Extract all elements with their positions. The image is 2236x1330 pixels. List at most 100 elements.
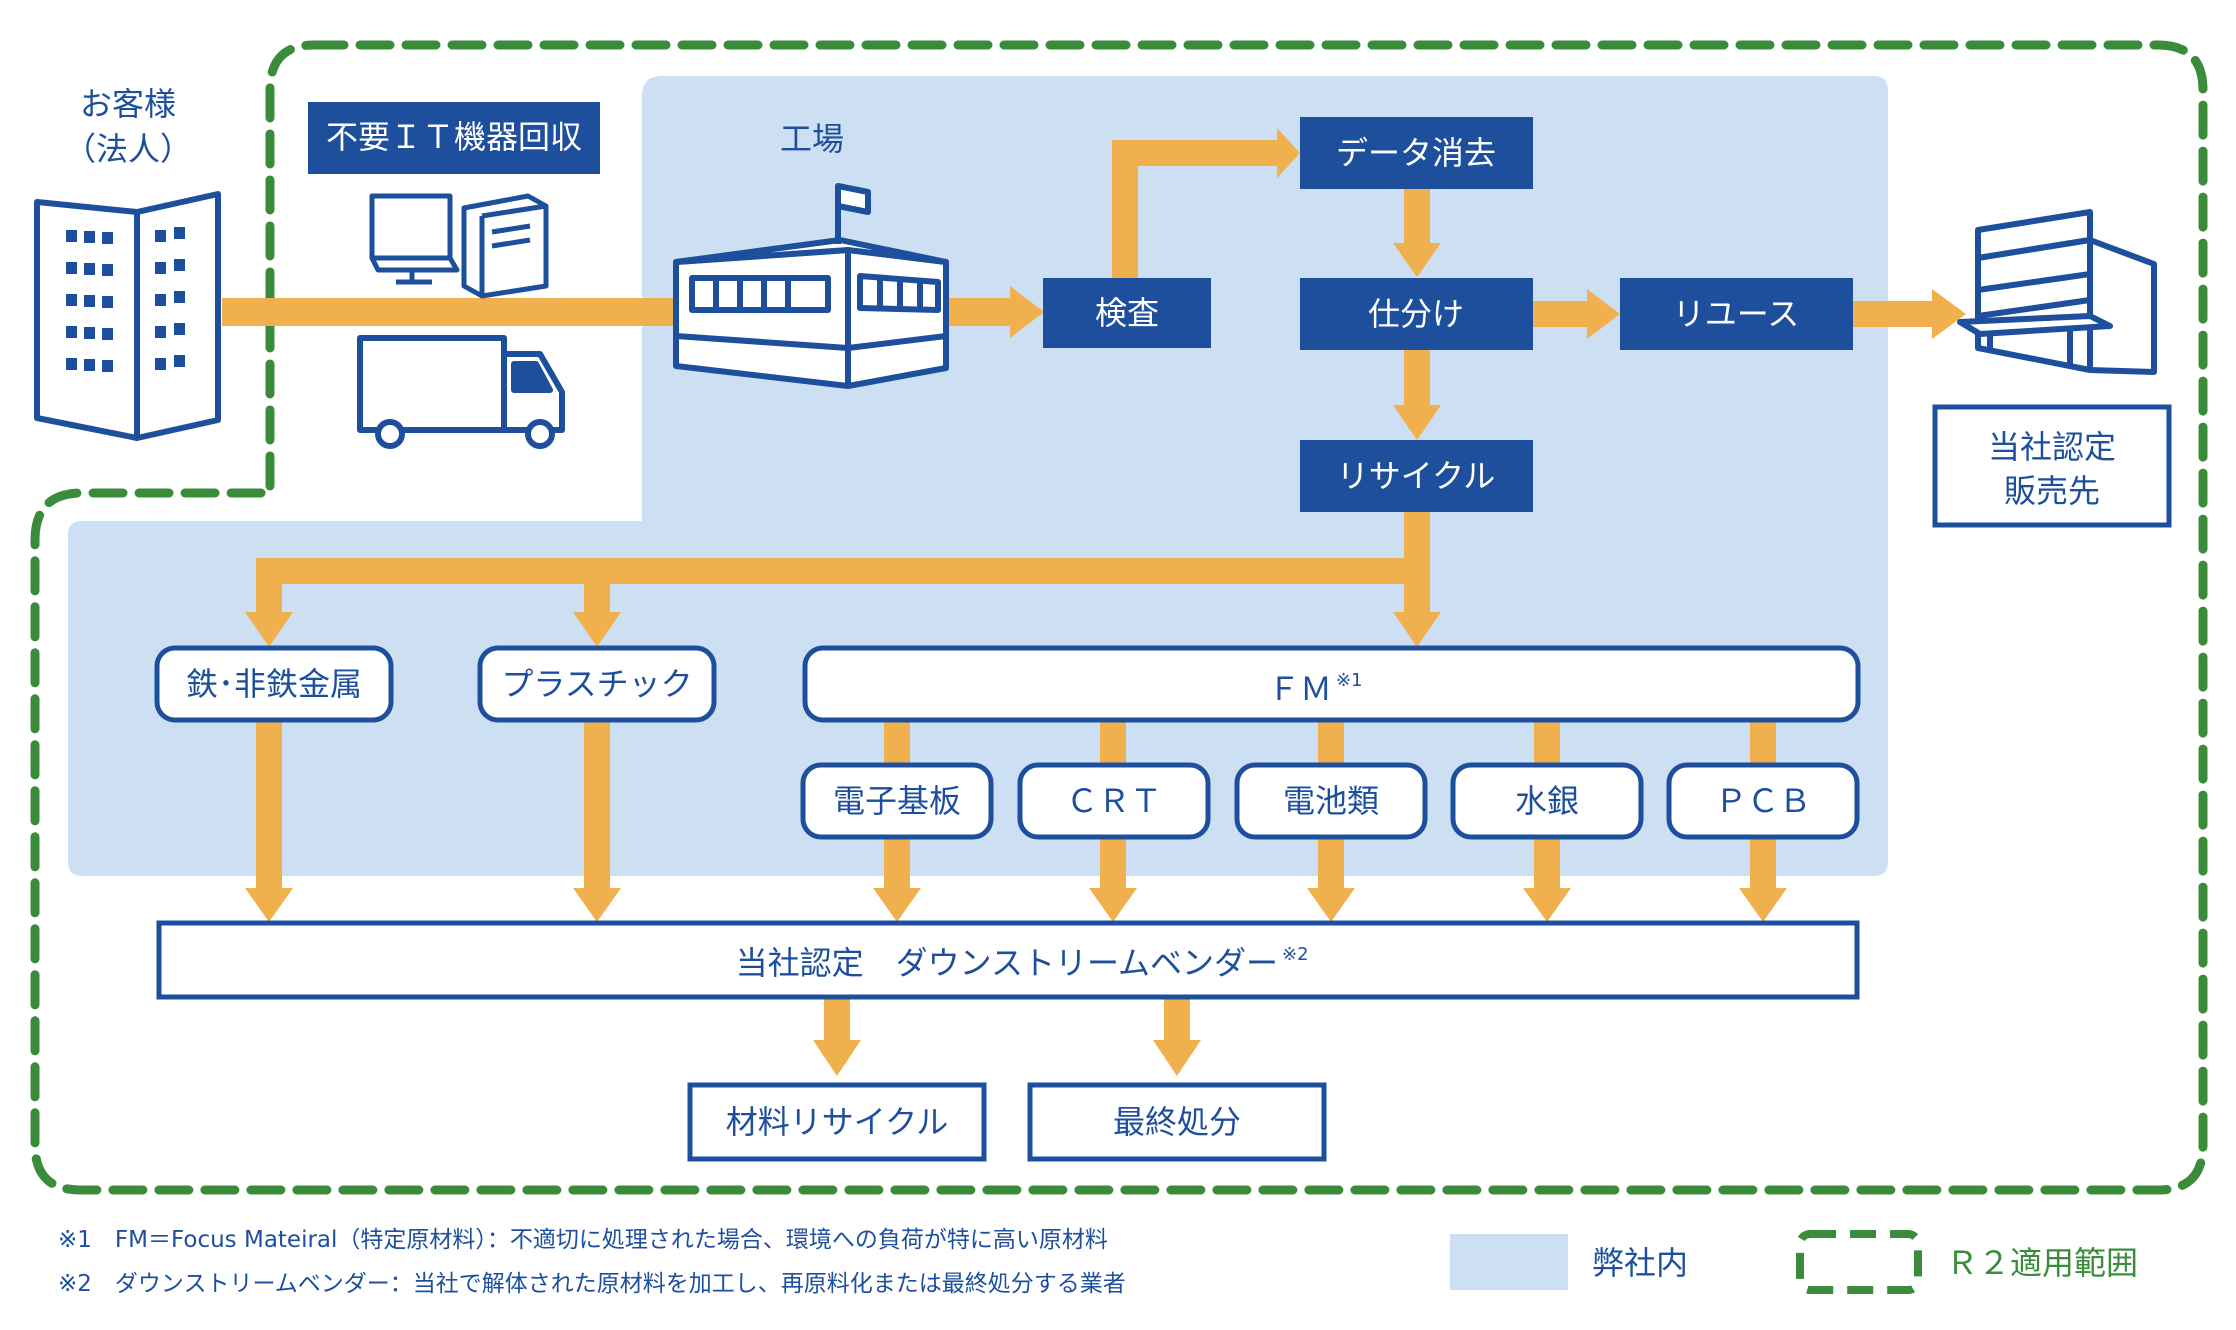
- final-disposal-label: 最終処分: [1113, 1103, 1241, 1141]
- sales-dest-line2: 販売先: [2004, 472, 2100, 510]
- connector-fm-to-battery: [1318, 720, 1344, 770]
- collection-box: [308, 102, 600, 174]
- shop-icon: [1957, 209, 2157, 375]
- truck-icon: [357, 335, 565, 449]
- legend-r2-label: Ｒ２適用範囲: [1946, 1244, 2138, 1282]
- footnotes: ※1 FM＝Focus Mateiral（特定原材料）：不適切に処理された場合、…: [58, 1218, 1358, 1306]
- fm-item-label: 水銀: [1515, 782, 1579, 820]
- arrow-to-fm-head: [1393, 612, 1441, 647]
- r2-scope-boundary: [30, 40, 2208, 1195]
- fm-box: [802, 645, 1861, 723]
- arrow-sorting-to-recycle-shaft: [1404, 350, 1430, 405]
- connector-fm-to-crt: [1100, 720, 1126, 770]
- plastic-label: プラスチック: [501, 665, 692, 703]
- vendor-box: [156, 920, 1860, 1000]
- arrow-sorting-to-reuse-shaft: [1532, 301, 1587, 327]
- arrow-to-plastic-head: [573, 612, 621, 647]
- in-house-region: [68, 76, 1888, 876]
- plastic-box: [477, 645, 717, 723]
- office-building-icon: [34, 191, 221, 441]
- arrow-item5-to-vendor-shaft: [1750, 837, 1776, 890]
- customer-label-line1: お客様: [80, 85, 176, 123]
- vendor-note-mark: ※2: [1282, 944, 1309, 965]
- inspection-box: [1043, 278, 1211, 348]
- recycle-label: リサイクル: [1337, 457, 1495, 495]
- fm-item-label: ＣＲＴ: [1066, 782, 1162, 820]
- arrow-factory-to-inspection-head: [1010, 286, 1044, 338]
- fm-note-mark: ※1: [1336, 670, 1363, 691]
- pc-tower-icon: [461, 193, 549, 299]
- flow-arrows: [222, 128, 1966, 1076]
- fm-item-box: [1450, 762, 1644, 840]
- arrow-reuse-to-sales-shaft: [1852, 301, 1932, 327]
- arrow-item4-to-vendor-shaft: [1534, 837, 1560, 890]
- arrow-item3-to-vendor-head: [1307, 888, 1355, 922]
- arrow-to-metals-shaft: [256, 558, 282, 613]
- arrow-vendor-to-material-shaft: [824, 997, 850, 1042]
- sorting-label: 仕分け: [1368, 295, 1464, 333]
- arrow-to-metals-head: [245, 612, 293, 647]
- arrow-factory-to-inspection-shaft: [945, 298, 1010, 326]
- arrow-to-plastic-shaft: [584, 558, 610, 613]
- fm-item-box: [1234, 762, 1428, 840]
- sorting-box: [1300, 278, 1533, 350]
- arrow-metals-to-vendor-head: [245, 888, 293, 922]
- fm-label: ＦＭ: [1268, 670, 1332, 708]
- inspection-label: 検査: [1095, 294, 1159, 332]
- sales-dest-line1: 当社認定: [1988, 428, 2116, 466]
- arrow-recycle-branch-bar: [256, 558, 1430, 584]
- arrow-customer-to-factory: [222, 298, 682, 326]
- material-recycle-label: 材料リサイクル: [726, 1103, 948, 1141]
- metals-box: [154, 645, 394, 723]
- arrow-erasure-to-sorting-head: [1393, 243, 1441, 277]
- fm-item-box: [1017, 762, 1211, 840]
- reuse-label: リユース: [1673, 295, 1799, 333]
- arrow-item2-to-vendor-shaft: [1100, 837, 1126, 890]
- connector-fm-to-mercury: [1534, 720, 1560, 770]
- arrow-item2-to-vendor-head: [1089, 888, 1137, 922]
- fm-item-label: ＰＣＢ: [1715, 782, 1811, 820]
- arrow-item1-to-vendor-shaft: [884, 837, 910, 890]
- arrow-item3-to-vendor-shaft: [1318, 837, 1344, 890]
- arrow-vendor-to-material-head: [813, 1040, 861, 1076]
- arrow-item5-to-vendor-head: [1739, 888, 1787, 922]
- arrow-sorting-to-reuse-head: [1587, 289, 1620, 339]
- customer-label-line2: （法人）: [64, 130, 192, 168]
- fm-item-box: [1666, 762, 1860, 840]
- fm-item-label: 電池類: [1283, 782, 1379, 820]
- connector-fm-to-pcb-chem: [1750, 720, 1776, 770]
- sales-dest-box: [1932, 404, 2172, 528]
- fm-item-label: 電子基板: [833, 782, 961, 820]
- footnote-1: ※1 FM＝Focus Mateiral（特定原材料）：不適切に処理された場合、…: [58, 1227, 1108, 1253]
- fm-items: 電子基板 ＣＲＴ 電池類 水銀 ＰＣＢ: [800, 762, 1860, 840]
- footnote-2: ※2 ダウンストリームベンダー：当社で解体された原材料を加工し、再原料化または最…: [58, 1271, 1126, 1297]
- connector-fm-to-pcb: [884, 720, 910, 770]
- arrow-metals-to-vendor-shaft: [256, 720, 282, 890]
- arrow-plastic-to-vendor-head: [573, 888, 621, 922]
- final-disposal-box: [1027, 1082, 1327, 1162]
- legend-in-house-label: 弊社内: [1592, 1244, 1688, 1282]
- arrow-vendor-to-disposal-shaft: [1164, 997, 1190, 1042]
- arrow-plastic-to-vendor-shaft: [584, 720, 610, 890]
- arrow-item4-to-vendor-head: [1523, 888, 1571, 922]
- collection-label: 不要ＩＴ機器回収: [326, 118, 582, 156]
- monitor-icon: [369, 193, 460, 285]
- legend-in-house-swatch: [1450, 1234, 1568, 1290]
- metals-label: 鉄･非鉄金属: [186, 665, 362, 703]
- factory-icon: [673, 183, 949, 389]
- arrow-vendor-to-disposal-head: [1153, 1040, 1201, 1076]
- fm-item-box: [800, 762, 994, 840]
- arrow-erasure-to-sorting-shaft: [1404, 188, 1430, 243]
- arrow-sorting-to-recycle-head: [1393, 405, 1441, 440]
- reuse-box: [1620, 278, 1853, 350]
- recycle-box: [1300, 440, 1533, 512]
- arrow-inspection-right: [1112, 140, 1277, 166]
- data-erasure-label: データ消去: [1336, 134, 1496, 172]
- material-recycle-box: [687, 1082, 987, 1162]
- vendor-label: 当社認定 ダウンストリームベンダー: [736, 944, 1278, 982]
- factory-label: 工場: [780, 120, 844, 158]
- arrow-reuse-to-sales-head: [1932, 289, 1966, 339]
- arrow-item1-to-vendor-head: [873, 888, 921, 922]
- legend-r2-swatch: [1796, 1230, 1922, 1294]
